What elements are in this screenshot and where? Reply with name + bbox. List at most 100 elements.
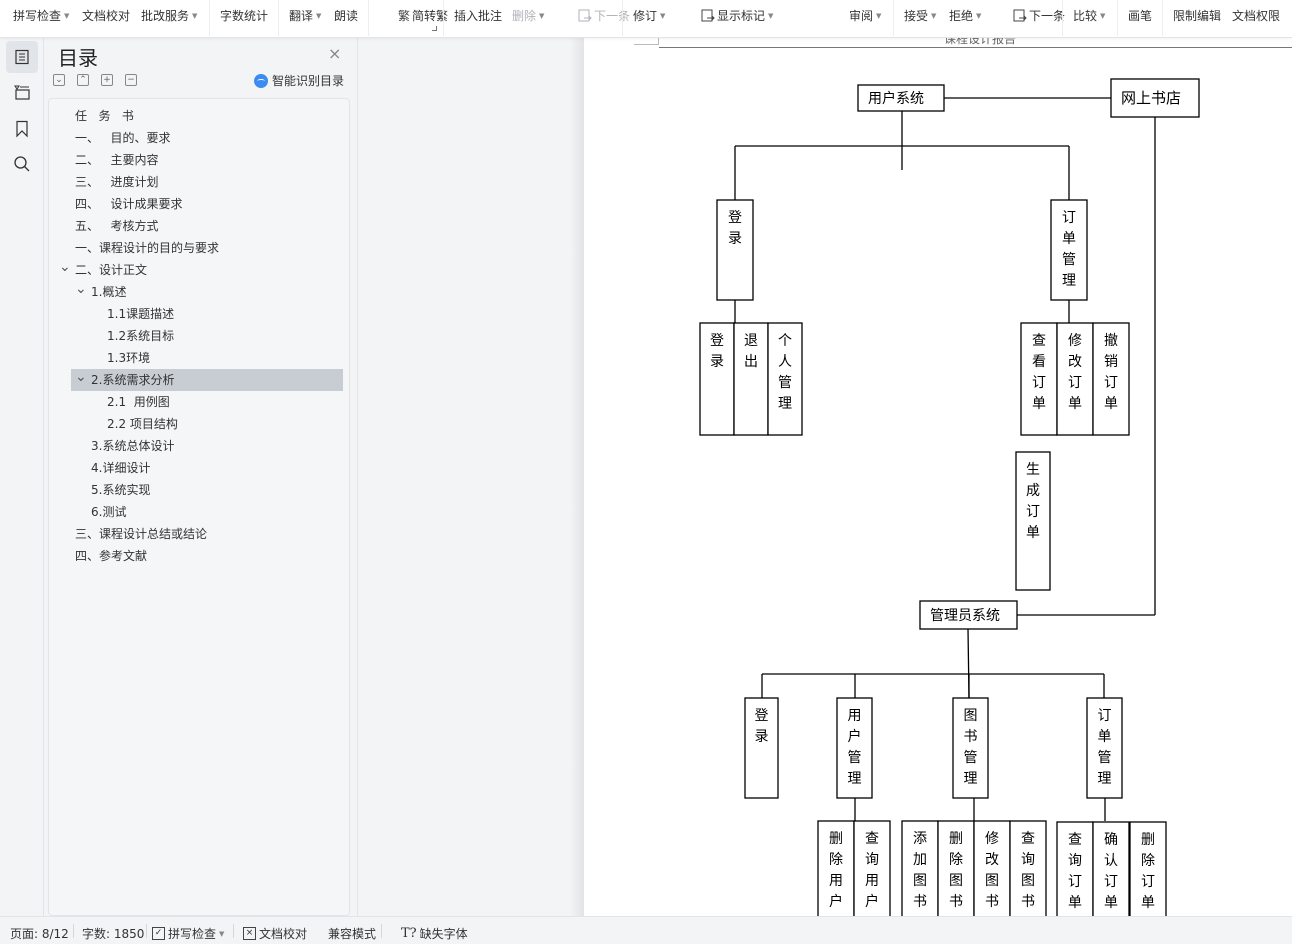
node-label: 修改订单 <box>1068 333 1082 412</box>
user-order-management-node: 订单管理 <box>1050 199 1088 301</box>
node-label: 网上书店 <box>1121 89 1181 107</box>
admin-login-node: 登录 <box>744 697 779 799</box>
toc-item[interactable]: ⌄1.概述 <box>49 281 343 303</box>
word-count-button[interactable]: 字数统计 <box>220 7 268 24</box>
toolbar-divider <box>1162 0 1163 36</box>
toc-item[interactable]: 一、课程设计的目的与要求 <box>49 237 343 259</box>
chevron-down-icon: ▼ <box>660 11 666 20</box>
expand-toggle-icon[interactable]: ⌄ <box>59 259 71 275</box>
toc-item[interactable]: 6.测试 <box>49 501 343 523</box>
toc-item[interactable]: 五、 考核方式 <box>49 215 343 237</box>
toc-item-label: 四、参考文献 <box>75 549 148 563</box>
toc-item[interactable]: 4.详细设计 <box>49 457 343 479</box>
track-changes-button[interactable]: 修订▼ <box>633 7 665 24</box>
node-box <box>817 820 855 916</box>
toc-item[interactable]: ⌄二、设计正文 <box>49 259 343 281</box>
next-change-button[interactable]: 下一条 <box>1013 7 1065 24</box>
toc-item[interactable]: 5.系统实现 <box>49 479 343 501</box>
toc-item[interactable]: 二、 主要内容 <box>49 149 343 171</box>
node-label: 登录 <box>728 210 742 247</box>
toc-item[interactable]: 四、参考文献 <box>49 545 343 567</box>
insert-comment-button[interactable]: 插入批注 <box>454 7 502 24</box>
toc-item[interactable]: 2.2 项目结构 <box>49 413 343 435</box>
group-dialog-launcher[interactable] <box>432 26 437 31</box>
missing-fonts-button[interactable]: T? 缺失字体 <box>401 925 468 942</box>
toolbar-divider <box>893 0 894 36</box>
search-pane-button[interactable] <box>6 148 38 180</box>
next-comment-button[interactable]: 下一条 <box>578 7 630 24</box>
toc-item[interactable]: 1.3环境 <box>49 347 343 369</box>
show-markup-icon <box>701 9 715 21</box>
page-indicator[interactable]: 页面: 8/12 <box>10 927 69 941</box>
revision-service-button[interactable]: 批改服务▼ <box>141 7 197 24</box>
toc-item-label: 二、 主要内容 <box>75 153 159 167</box>
restrict-editing-button[interactable]: 限制编辑 <box>1173 7 1221 24</box>
expand-all-button[interactable]: ⌄ <box>53 74 65 86</box>
expand-toggle-icon[interactable]: ⌄ <box>75 281 87 297</box>
proofread-button[interactable]: 文档校对 <box>82 7 130 24</box>
smart-toc-button[interactable]: 智能识别目录 <box>254 72 344 89</box>
node-label: 图书管理 <box>964 708 978 787</box>
toc-item[interactable]: 1.2系统目标 <box>49 325 343 347</box>
toc-pane-button[interactable] <box>6 41 38 73</box>
node-label: 删除用户 <box>829 831 843 910</box>
toc-item[interactable]: 三、 进度计划 <box>49 171 343 193</box>
node-label: 添加图书 <box>913 831 927 910</box>
toc-item[interactable]: 四、 设计成果要求 <box>49 193 343 215</box>
toc-item[interactable]: 1.1课题描述 <box>49 303 343 325</box>
spell-check-button[interactable]: 拼写检查▼ <box>13 7 69 24</box>
simplified-traditional-icon: 繁 <box>398 9 411 23</box>
proofread-button[interactable]: × 文档校对 <box>243 925 307 942</box>
spell-check-button[interactable]: ✓ 拼写检查 ▼ <box>152 925 224 942</box>
pen-button[interactable]: 画笔 <box>1128 7 1152 24</box>
collapse-all-button[interactable]: ⌃ <box>77 74 89 86</box>
toc-item[interactable]: 任 务 书 <box>49 105 343 127</box>
close-icon[interactable]: × <box>328 44 342 63</box>
toc-item[interactable]: 3.系统总体设计 <box>49 435 343 457</box>
user-login-child-node: 个人管理 <box>767 322 803 436</box>
node-box <box>1086 697 1123 799</box>
review-ribbon-toolbar: 拼写检查▼文档校对批改服务▼字数统计翻译▼朗读繁简转繁插入批注删除▼下一条修订▼… <box>0 0 1292 38</box>
chevron-down-icon: ▼ <box>768 11 774 20</box>
node-box <box>937 820 975 916</box>
word-count[interactable]: 字数: 1850 <box>82 927 145 941</box>
toc-item[interactable]: 一、 目的、要求 <box>49 127 343 149</box>
node-label: 撤销订单 <box>1104 333 1118 412</box>
admin-book-management-node: 图书管理 <box>952 697 989 799</box>
toc-item-label: 三、课程设计总结或结论 <box>75 527 208 541</box>
compare-button[interactable]: 比较▼ <box>1073 7 1105 24</box>
node-box <box>919 600 1018 630</box>
document-page[interactable]: 课程设计报告 网上书店用户系统登录订单管理登录退出个人管理查看订单修改订单撤销订… <box>584 38 1292 916</box>
node-label: 订单管理 <box>1062 210 1076 289</box>
delete-comment-button[interactable]: 删除▼ <box>512 7 544 24</box>
toolbar-label: 拒绝 <box>949 9 974 23</box>
node-box <box>1092 322 1130 436</box>
node-box <box>952 697 989 799</box>
read-aloud-button[interactable]: 朗读 <box>334 7 358 24</box>
expand-toggle-icon[interactable]: ⌄ <box>75 369 87 385</box>
toc-item[interactable]: 三、课程设计总结或结论 <box>49 523 343 545</box>
node-label: 查看订单 <box>1032 333 1046 412</box>
simplified-to-traditional-button[interactable]: 繁简转繁 <box>398 7 448 24</box>
toc-item[interactable]: ⌄2.系统需求分析 <box>71 369 343 391</box>
compat-mode-label: 兼容模式 <box>328 927 377 941</box>
remove-heading-button[interactable]: − <box>125 74 137 86</box>
node-box <box>1056 821 1094 916</box>
review-button[interactable]: 审阅▼ <box>849 7 881 24</box>
chevron-down-icon: ▼ <box>931 11 937 20</box>
show-markup-button[interactable]: 显示标记▼ <box>701 7 773 24</box>
proofread-icon: × <box>243 927 256 940</box>
pane-splitter[interactable] <box>357 38 358 916</box>
accept-change-button[interactable]: 接受▼ <box>904 7 936 24</box>
bookmark-pane-button[interactable] <box>6 113 38 145</box>
node-box <box>853 820 891 916</box>
document-permissions-button[interactable]: 文档权限 <box>1232 7 1280 24</box>
reject-change-button[interactable]: 拒绝▼ <box>949 7 981 24</box>
node-label: 用户系统 <box>868 90 924 107</box>
navigation-pane-button[interactable] <box>6 76 38 108</box>
toc-item[interactable]: 2.1 用例图 <box>49 391 343 413</box>
admin-order-child-node: 确认订单 <box>1092 821 1130 916</box>
translate-button[interactable]: 翻译▼ <box>289 7 321 24</box>
node-label: 删除图书 <box>949 831 963 910</box>
add-heading-button[interactable]: + <box>101 74 113 86</box>
